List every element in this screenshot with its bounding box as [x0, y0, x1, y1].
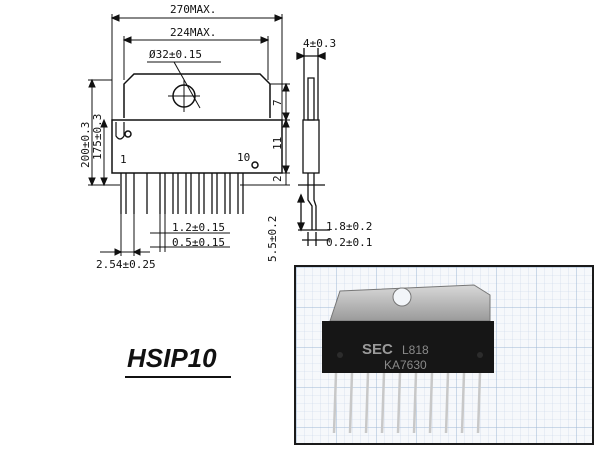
photo-illustration: SEC L818 KA7630	[296, 267, 592, 443]
chip-body	[322, 321, 494, 373]
component-photo: SEC L818 KA7630	[294, 265, 594, 445]
mounting-hole	[392, 287, 412, 307]
inner-width-label: 224MAX.	[170, 26, 216, 39]
pin-1-label: 1	[120, 153, 127, 166]
chip-marking-brand: SEC	[362, 341, 393, 358]
right-low-label: 2	[271, 175, 284, 182]
side-dim-b-label: 0.2±0.1	[326, 236, 372, 249]
package-name: HSIP10	[127, 343, 217, 373]
left-height-dimensions	[88, 78, 120, 187]
right-mid-label: 11	[271, 137, 284, 150]
hole-diameter-label: Ø32±0.15	[149, 48, 202, 61]
lead-tip-label: 0.5±0.15	[172, 236, 225, 249]
package-name-underline	[125, 376, 231, 378]
total-height-label: 200±0.3	[79, 122, 92, 168]
inner-width-dimension	[122, 36, 270, 80]
chip-leads	[332, 372, 482, 434]
thickness-label: 4±0.3	[303, 37, 336, 50]
overall-width-label: 270MAX.	[170, 3, 216, 16]
body-height-label: 175±0.3	[91, 114, 104, 160]
side-dim-a-label: 1.8±0.2	[326, 220, 372, 233]
lead-length-label: 5.5±0.2	[266, 216, 279, 262]
pitch-label: 2.54±0.25	[96, 258, 156, 271]
pin-10-label: 10	[237, 151, 250, 164]
lead-width-label: 1.2±0.15	[172, 221, 225, 234]
package-front-view	[111, 73, 283, 214]
lead-dimensions	[100, 214, 230, 256]
chip-marking-code: L818	[402, 343, 429, 357]
right-top-label: 7	[271, 99, 284, 106]
right-height-dimensions	[240, 82, 290, 186]
overall-width-dimension	[110, 14, 284, 120]
chip-marking-part: KA7630	[384, 358, 427, 372]
package-side-view	[296, 48, 330, 246]
heatsink-tab	[329, 284, 491, 322]
